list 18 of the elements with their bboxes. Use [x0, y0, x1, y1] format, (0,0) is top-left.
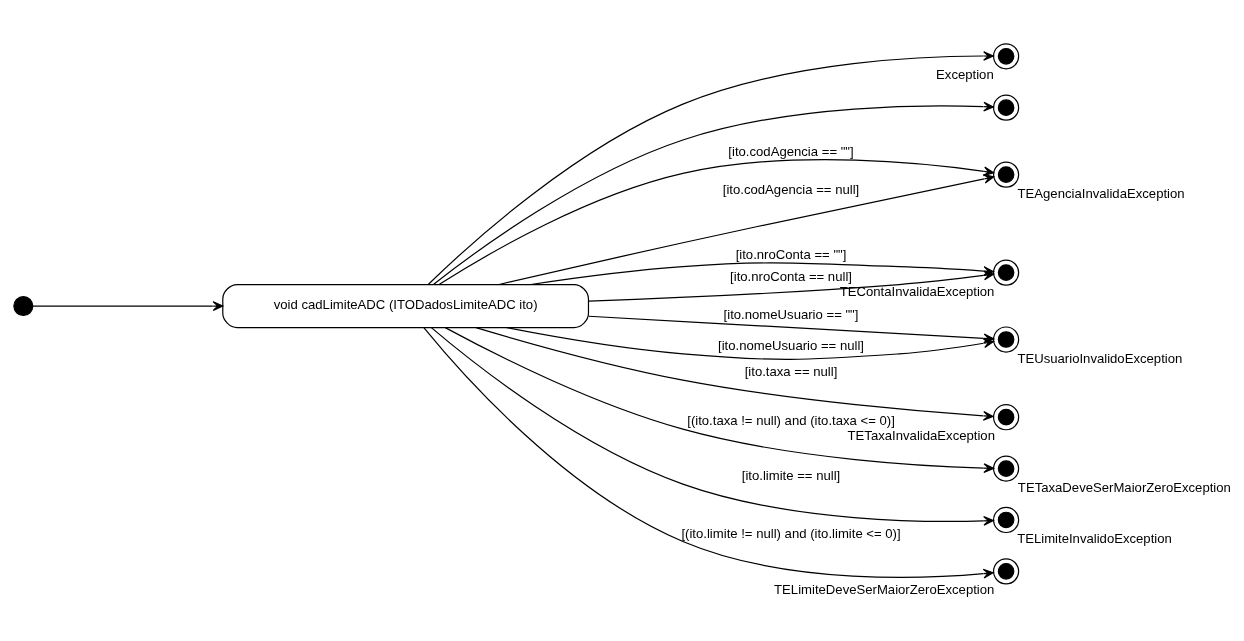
edge-label: [ito.limite == null] — [741, 467, 841, 483]
edge-label: [(ito.taxa != null) and (ito.taxa <= 0)] — [687, 412, 895, 428]
node-label: TEContaInvalidaException — [839, 283, 995, 299]
edge-label: [(ito.limite != null) and (ito.limite <= 0)] — [681, 525, 901, 541]
edge-label: [ito.nomeUsuario == ""] — [723, 306, 859, 322]
edge-label: [ito.nroConta == ""] — [735, 246, 847, 262]
node-label: TEAgenciaInvalidaException — [1017, 185, 1185, 201]
edge-label: [ito.nomeUsuario == null] — [718, 337, 864, 353]
node-label: TETaxaDeveSerMaiorZeroException — [1017, 479, 1231, 495]
edge-label: [ito.nroConta == null] — [730, 268, 852, 284]
node-label: TELimiteDeveSerMaiorZeroException — [774, 581, 995, 597]
edge-label: [ito.codAgencia == ""] — [728, 143, 854, 159]
node-label: Exception — [936, 66, 994, 82]
node-label: TELimiteInvalidoException — [1017, 530, 1172, 546]
edge-label: [ito.taxa == null] — [744, 363, 838, 379]
node-label: TETaxaInvalidaException — [847, 427, 995, 443]
edge-label: [ito.codAgencia == null] — [722, 180, 860, 196]
node-label: TEUsuarioInvalidoException — [1017, 350, 1183, 366]
